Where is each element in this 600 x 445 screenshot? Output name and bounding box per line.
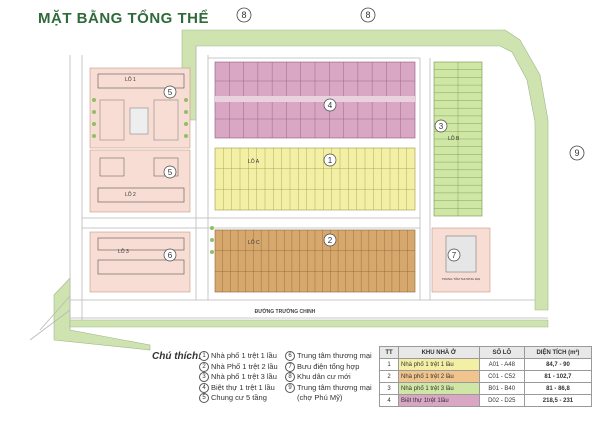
table-cell-tt: 2 (379, 370, 399, 383)
table-cell-area: 84,7 - 90 (523, 358, 593, 371)
street-name: ĐƯỜNG TRƯỜNG CHINH (255, 307, 316, 315)
road-marker-8b: 8 (365, 10, 370, 20)
legend-number-icon: 9 (285, 382, 295, 393)
table-cell-lots: A01 - A48 (478, 358, 525, 371)
trees (92, 98, 214, 254)
zone-c-townhouses: LÔ C (214, 229, 416, 293)
street-median (69, 319, 549, 328)
lot-label-lo3: LÔ 3 (118, 248, 129, 255)
page-title: MẶT BẰNG TỔNG THỂ (38, 10, 209, 27)
zone-b-townhouses: LÔ B (433, 61, 483, 217)
lot-label-lo1: LÔ 1 (125, 76, 136, 83)
legend-text: Nhà phố 1 trệt 1 lầu (211, 351, 277, 360)
table-header-area: DIỆN TÍCH (m²) (523, 346, 593, 359)
legend-text: Biệt thự 1 trệt 1 lầu (211, 382, 275, 392)
apartment-block-lo1: LÔ 1 (89, 67, 191, 149)
table-cell-tt: 4 (379, 394, 399, 407)
road-marker-8a: 8 (241, 10, 246, 20)
legend-number-icon: 5 (199, 393, 209, 404)
table-cell-area: 81 - 102,7 (523, 370, 593, 383)
diagonal-road-2 (29, 309, 71, 341)
zone-number-3: 3 (439, 122, 444, 131)
zone-a-townhouses: LÔ A (214, 147, 416, 211)
zone-markers: 5 5 6 4 1 2 3 7 (163, 85, 461, 262)
legend-text: Nhà phố 1 trệt 3 lầu (211, 372, 277, 381)
zone-d-villas (214, 61, 416, 139)
legend-text: (chợ Phú Mỹ) (297, 393, 343, 402)
table-cell-name: Nhà phố 1 trệt 2 lầu (398, 370, 480, 383)
table-cell-area: 81 - 86,8 (523, 382, 593, 395)
table-cell-tt: 1 (379, 358, 399, 371)
legend-number-icon: 4 (199, 382, 209, 393)
legend-text: Nhà Phố 1 trệt 2 lầu (211, 361, 278, 371)
road-network (69, 46, 548, 330)
legend-number-icon: 7 (285, 361, 295, 372)
legend-text: Trung tâm thương mại (297, 382, 372, 392)
table-header-name: KHU NHÀ Ở (398, 346, 480, 359)
legend-number-icon: 3 (199, 372, 209, 383)
legend-item: (chợ Phú Mỹ) (285, 393, 372, 404)
apartment-block-lo3: LÔ 3 (89, 231, 191, 293)
zone-number-4: 4 (328, 101, 333, 110)
legend-text: Trung tâm thương mại (297, 351, 372, 360)
legend-text: Chung cư 5 tầng (211, 393, 267, 402)
lot-label-loB: LÔ B (448, 135, 460, 142)
table-header-tt: TT (379, 346, 399, 359)
zone-number-1: 1 (328, 156, 333, 165)
table-cell-lots: D02 - D25 (478, 394, 525, 407)
legend-number-icon: 2 (199, 361, 209, 372)
legend-number-icon: 1 (199, 351, 209, 362)
lot-label-lo2: LÔ 2 (125, 191, 136, 198)
lot-label-loA: LÔ A (248, 158, 260, 165)
table-cell-lots: C01 - C52 (478, 370, 525, 383)
table-cell-lots: B01 - B40 (478, 382, 525, 395)
table-cell-name: Nhà phố 1 trệt 1 lầu (398, 358, 480, 371)
table-cell-name: Nhà phố 1 trệt 3 lầu (398, 382, 480, 395)
legend-number-icon: 6 (285, 351, 295, 362)
post-office-block: TRUNG TÂM THƯƠNG MẠI (431, 227, 491, 293)
zone-number-6: 6 (168, 251, 173, 260)
zone-number-5a: 5 (168, 88, 173, 97)
table-cell-name: Biệt thự 1trệt 1lầu (398, 394, 480, 407)
zone-number-2: 2 (328, 236, 333, 245)
zone-number-5b: 5 (168, 168, 173, 177)
apartment-block-lo2: LÔ 2 (89, 149, 191, 213)
legend-title: Chú thích: (152, 351, 202, 362)
lot-label-loC: LÔ C (248, 239, 260, 246)
diagonal-road (39, 295, 71, 331)
road-markers: 8 8 9 (236, 7, 585, 161)
table-header-lots: SỐ LÔ (478, 346, 525, 359)
zone-number-7: 7 (452, 251, 457, 260)
road-marker-9: 9 (574, 148, 579, 158)
table-cell-tt: 3 (379, 382, 399, 395)
legend-text: Khu dân cư mới (297, 372, 351, 381)
center-label: TRUNG TÂM THƯƠNG MẠI (442, 276, 481, 281)
legend-text: Bưu điện tổng hợp (297, 361, 360, 371)
legend-number-icon: 8 (285, 372, 295, 383)
table-cell-area: 218,5 - 231 (523, 394, 593, 407)
